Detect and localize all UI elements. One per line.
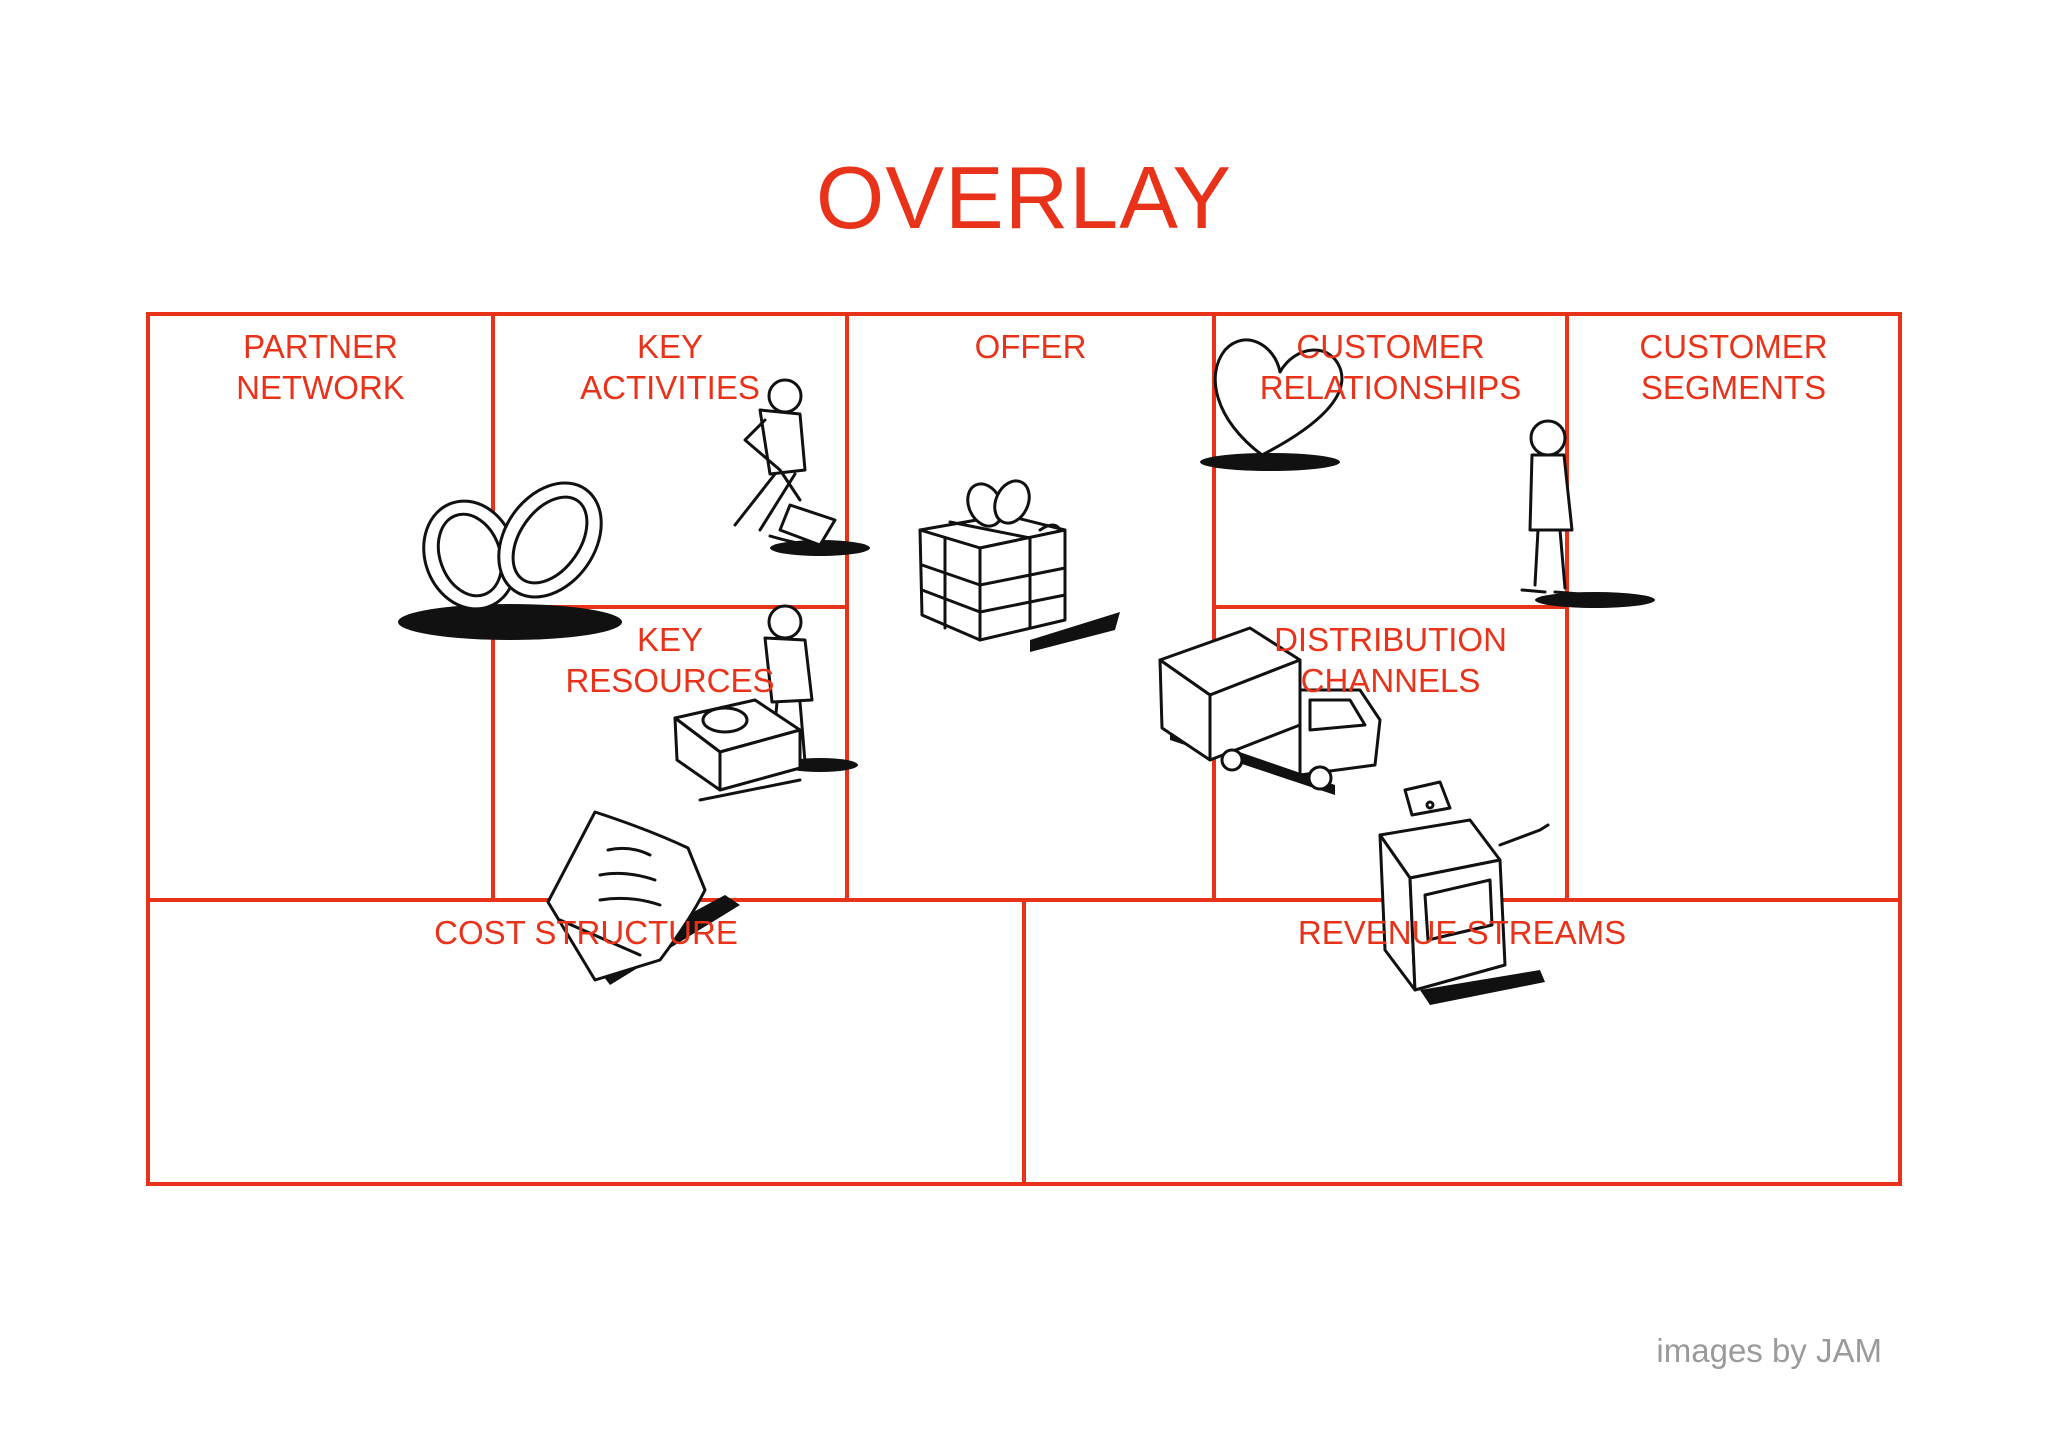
- delivery-truck-icon: [1158, 626, 1382, 795]
- partner-network-label: PARTNER NETWORK: [236, 328, 405, 406]
- cash-register-icon: [1378, 780, 1550, 1005]
- image-credit: images by JAM: [1656, 1332, 1882, 1369]
- offer-label: OFFER: [974, 328, 1087, 365]
- key-activities-label: KEY ACTIVITIES: [580, 328, 760, 406]
- distribution-channels-label: DISTRIBUTION CHANNELS: [1274, 621, 1507, 699]
- wedding-rings-icon: [398, 481, 622, 640]
- key-resources-label: KEY RESOURCES: [565, 621, 775, 699]
- cost-structure-label: COST STRUCTURE: [434, 914, 738, 951]
- page-title: OVERLAY: [815, 148, 1233, 247]
- customer-person-icon: [1520, 419, 1655, 608]
- person-digging-icon: [733, 378, 870, 556]
- person-with-cargo-icon: [673, 604, 858, 802]
- gift-box-icon: [918, 479, 1120, 652]
- customer-relationships-label: CUSTOMER RELATIONSHIPS: [1259, 328, 1522, 406]
- invoice-paper-icon: [546, 810, 740, 985]
- heart-icon: [1200, 338, 1344, 471]
- customer-segments-label: CUSTOMER SEGMENTS: [1639, 328, 1828, 406]
- revenue-streams-label: REVENUE STREAMS: [1297, 914, 1627, 951]
